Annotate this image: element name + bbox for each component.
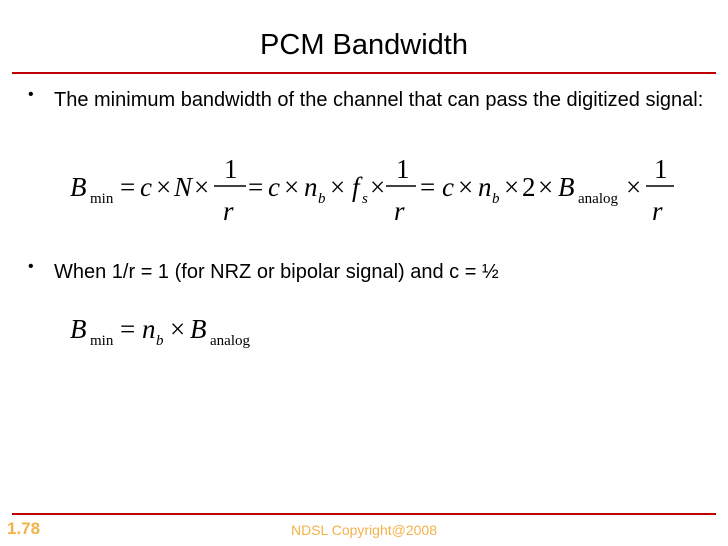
svg-text:B: B bbox=[558, 172, 575, 202]
svg-text:b: b bbox=[156, 333, 164, 349]
svg-text:n: n bbox=[478, 172, 492, 202]
svg-text:r: r bbox=[223, 196, 234, 226]
svg-text:analog: analog bbox=[210, 333, 250, 349]
svg-text:×: × bbox=[370, 172, 385, 202]
copyright-text: NDSL Copyright@2008 bbox=[291, 522, 437, 538]
svg-text:=: = bbox=[248, 172, 263, 202]
svg-text:=: = bbox=[120, 172, 135, 202]
svg-text:B: B bbox=[70, 172, 87, 202]
svg-text:min: min bbox=[90, 191, 114, 207]
svg-text:c: c bbox=[268, 172, 280, 202]
title-divider bbox=[12, 72, 716, 74]
svg-text:×: × bbox=[330, 172, 345, 202]
svg-text:×: × bbox=[156, 172, 171, 202]
footer-divider bbox=[12, 513, 716, 515]
svg-text:r: r bbox=[394, 196, 405, 226]
svg-text:=: = bbox=[420, 172, 435, 202]
svg-text:2: 2 bbox=[522, 172, 536, 202]
svg-text:×: × bbox=[626, 172, 641, 202]
svg-text:c: c bbox=[140, 172, 152, 202]
svg-text:b: b bbox=[492, 191, 500, 207]
svg-text:1: 1 bbox=[396, 154, 410, 184]
svg-text:×: × bbox=[458, 172, 473, 202]
slide-title: PCM Bandwidth bbox=[260, 29, 468, 61]
simplified-equation: B min = n b × B analog bbox=[70, 314, 250, 349]
svg-text:1: 1 bbox=[654, 154, 668, 184]
svg-text:=: = bbox=[120, 314, 135, 344]
svg-text:n: n bbox=[304, 172, 318, 202]
svg-text:×: × bbox=[284, 172, 299, 202]
svg-text:s: s bbox=[362, 191, 368, 207]
svg-text:min: min bbox=[90, 333, 114, 349]
svg-text:×: × bbox=[194, 172, 209, 202]
svg-text:c: c bbox=[442, 172, 454, 202]
svg-text:f: f bbox=[352, 172, 363, 202]
svg-text:×: × bbox=[538, 172, 553, 202]
svg-text:analog: analog bbox=[578, 191, 618, 207]
bandwidth-equation: B min = c × N × 1 r = c × n b × f s × 1 … bbox=[70, 154, 674, 226]
svg-text:B: B bbox=[70, 314, 87, 344]
svg-text:×: × bbox=[170, 314, 185, 344]
svg-text:r: r bbox=[652, 196, 663, 226]
svg-text:B: B bbox=[190, 314, 207, 344]
bullet-dot-icon: • bbox=[28, 258, 34, 275]
svg-text:1: 1 bbox=[224, 154, 238, 184]
bullet-dot-icon: • bbox=[28, 86, 34, 103]
slide-number: 1.78 bbox=[7, 519, 41, 538]
bullet-2-text: When 1/r = 1 (for NRZ or bipolar signal)… bbox=[54, 261, 499, 283]
svg-text:n: n bbox=[142, 314, 156, 344]
bullet-1-text: The minimum bandwidth of the channel tha… bbox=[54, 89, 704, 111]
svg-text:b: b bbox=[318, 191, 326, 207]
svg-text:×: × bbox=[504, 172, 519, 202]
svg-text:N: N bbox=[173, 172, 194, 202]
